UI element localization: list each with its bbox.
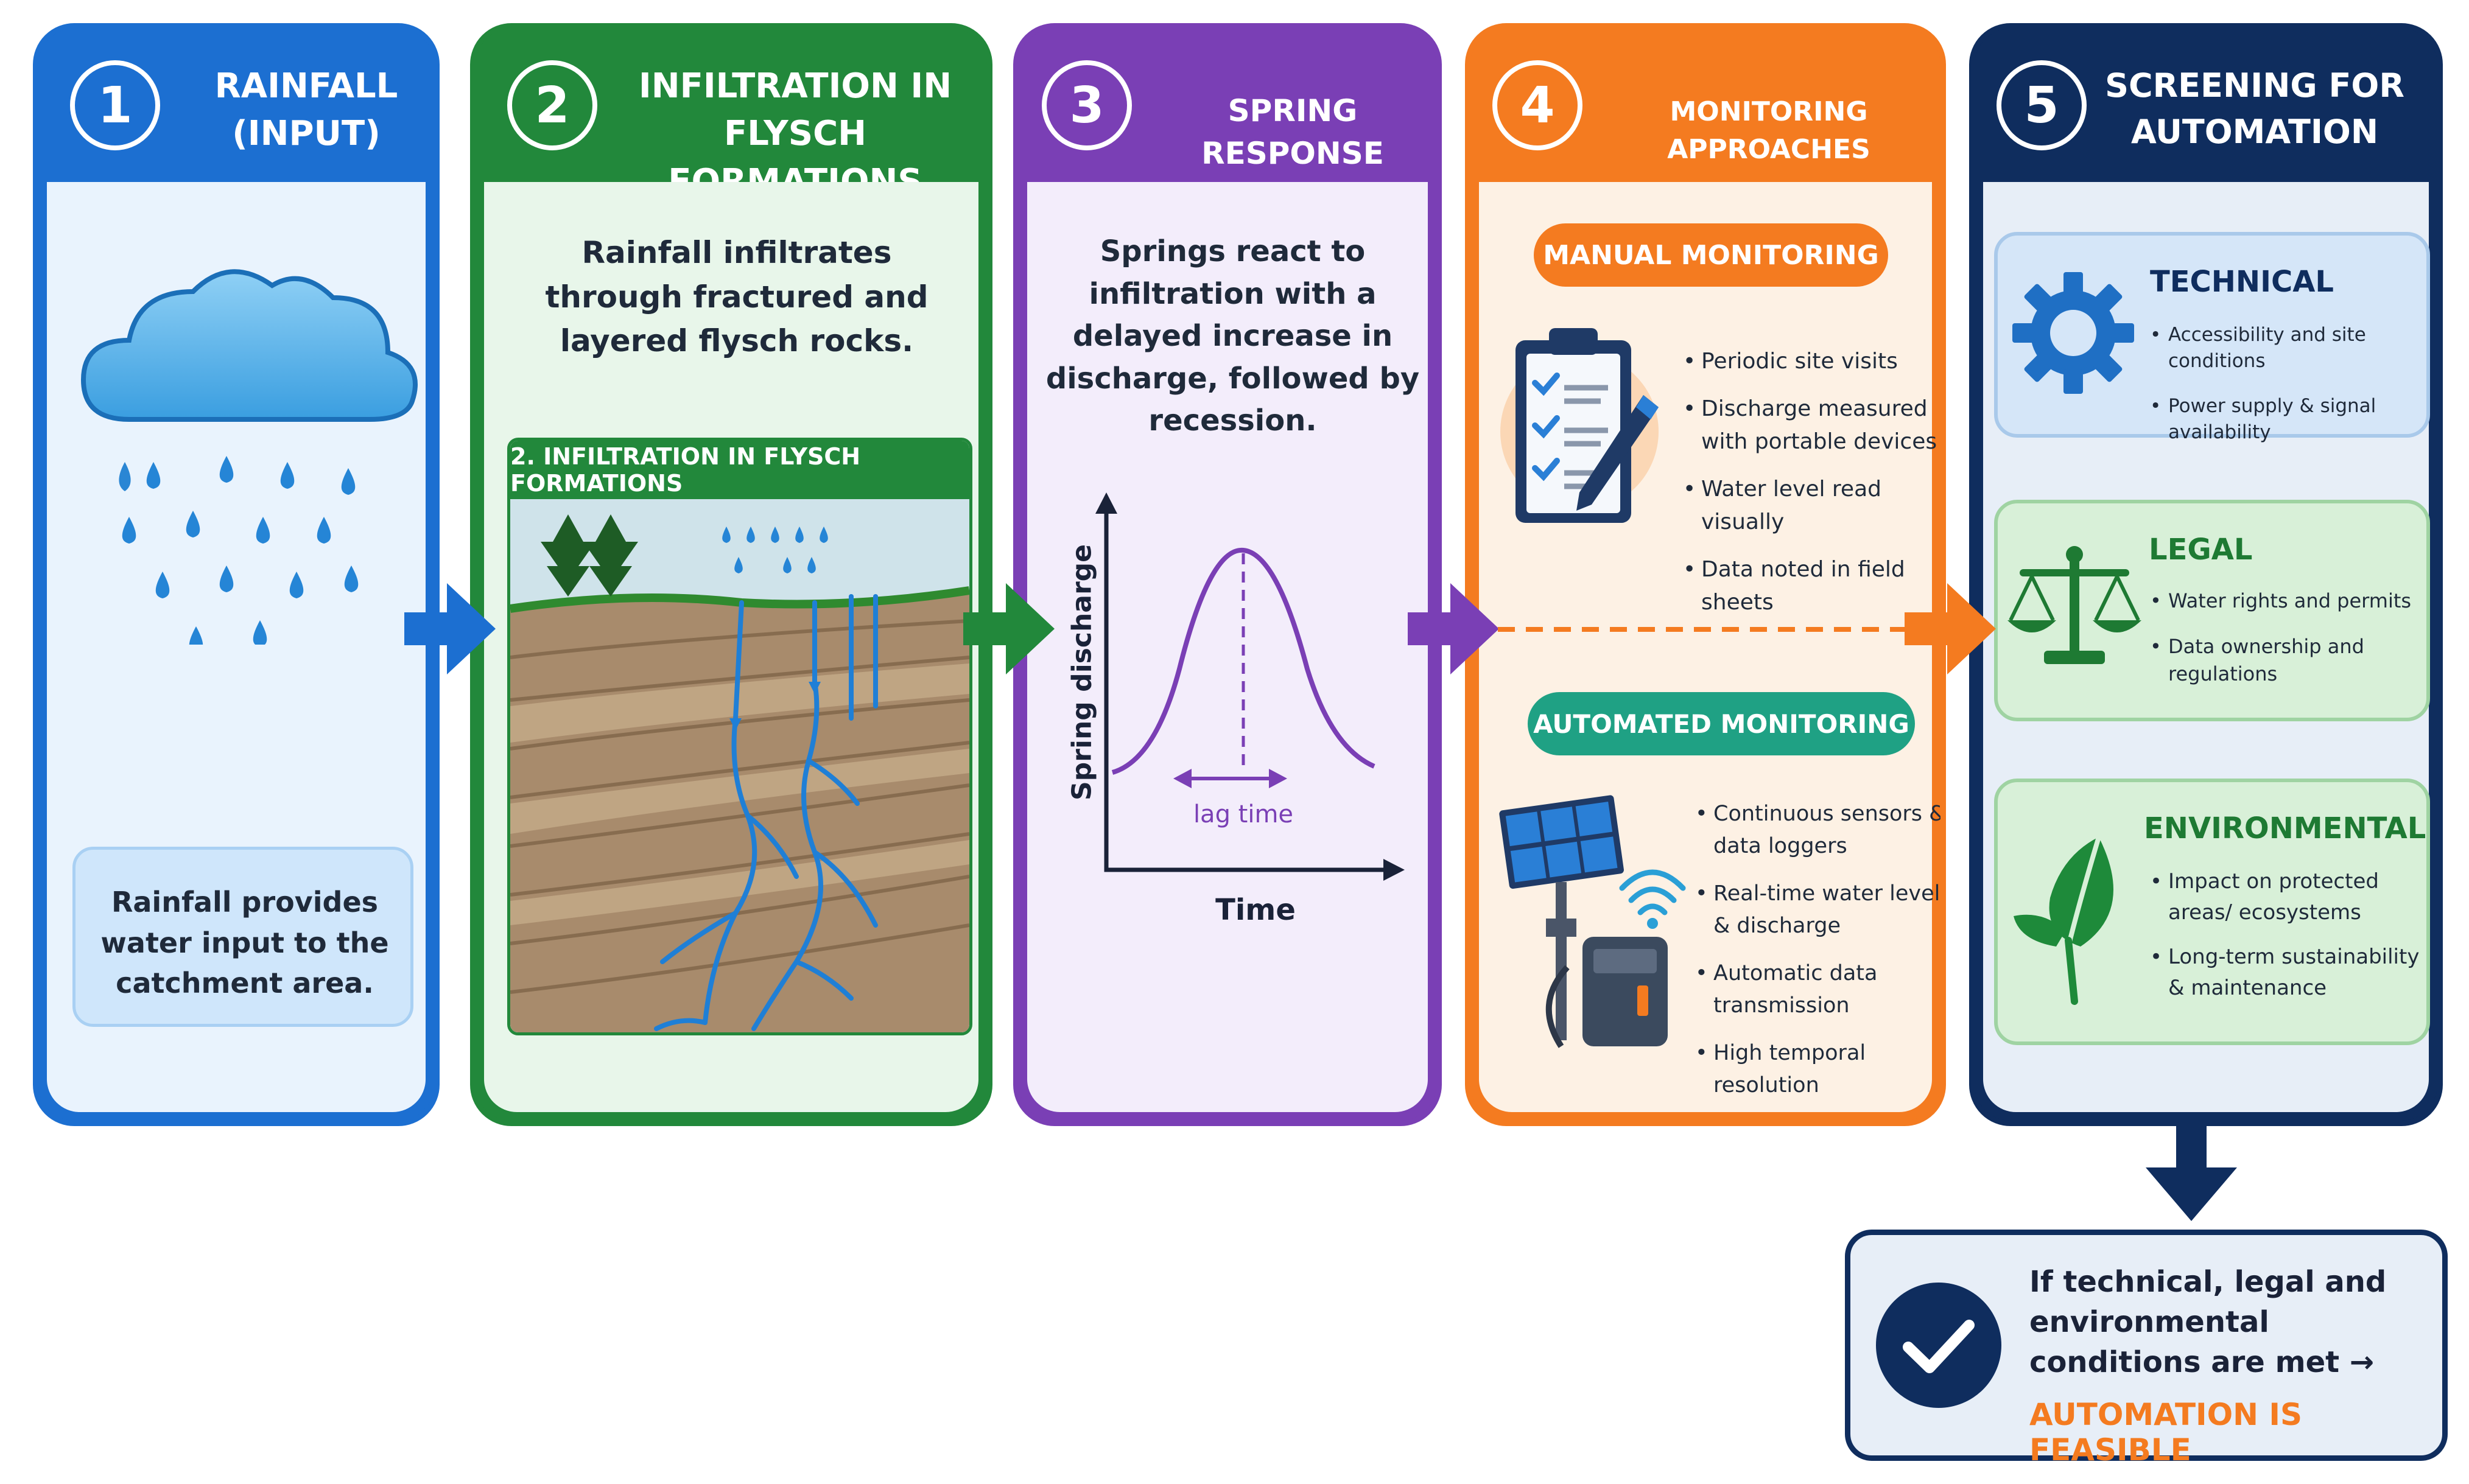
list-item: Water rights and permits [2150,587,2430,615]
list-item: Water level read visually [1683,473,1940,539]
panel-title: RAINFALL (INPUT) [214,66,398,154]
list-item: High temporal resolution [1695,1037,1940,1101]
infiltration-description: Rainfall infiltrates through fractured a… [545,235,929,359]
conclusion-text: If technical, legal and environmental co… [2029,1265,2387,1380]
spring-description: Springs react to infiltration with a del… [1045,234,1420,438]
arrow-right-icon [963,583,1055,674]
clipboard-icon [1500,328,1659,523]
environmental-title: ENVIRONMENTAL [2144,811,2426,845]
panel-body: TECHNICAL Accessibility and site conditi… [1983,182,2430,1112]
checkmark-icon [1876,1283,2001,1408]
arrow-right-icon [1408,583,1499,674]
inset-title: 2. INFILTRATION IN FLYSCH FORMATIONS [510,441,969,499]
step-number: 3 [1042,60,1132,150]
panel-infiltration: 2 INFILTRATION IN FLYSCH FORMATIONS Rain… [470,23,992,1126]
conclusion-box: If technical, legal and environmental co… [1845,1230,2448,1468]
geology-inset: 2. INFILTRATION IN FLYSCH FORMATIONS [507,438,972,1035]
list-item: Accessibility and site conditions [2150,322,2430,375]
panel-header: 4 MONITORING APPROACHES [1470,29,1940,182]
step-number: 4 [1492,60,1582,150]
flysch-cross-section-icon [510,499,969,1032]
panel-body: Rainfall provides water input to the cat… [47,182,426,1112]
panel-title: SPRING RESPONSE [1201,93,1384,171]
automated-monitoring-pill: AUTOMATED MONITORING [1528,692,1915,755]
list-item: Long-term sustainability & maintenance [2150,942,2430,1004]
step-number: 1 [70,60,160,150]
dashed-connector [1498,627,1924,632]
panel-body: Rainfall infiltrates through fractured a… [484,182,978,1112]
graph-y-label: Spring discharge [1066,544,1098,801]
manual-monitoring-pill: MANUAL MONITORING [1534,223,1888,287]
automated-monitoring-list: Continuous sensors & data loggers Real-t… [1695,798,1940,1101]
lag-time-label: lag time [1193,800,1294,828]
panel-header: 5 SCREENING FOR AUTOMATION [1975,29,2437,182]
list-item: Continuous sensors & data loggers [1695,798,1940,862]
panel-body: MANUAL MONITORING Periodic site visits D… [1479,182,1940,1112]
panel-monitoring: 4 MONITORING APPROACHES MANUAL MONITORIN… [1465,23,1946,1126]
technical-title: TECHNICAL [2150,265,2334,299]
leaf-icon [2014,836,2113,1005]
list-item: Real-time water level & discharge [1695,878,1940,942]
gear-icon [2012,272,2134,394]
technical-box: TECHNICAL Accessibility and site conditi… [1994,232,2430,443]
panel-rainfall: 1 RAINFALL (INPUT) [33,23,440,1126]
list-item: Data ownership and regulations [2150,633,2430,688]
panel-header: 2 INFILTRATION IN FLYSCH FORMATIONS [476,29,987,201]
panel-header: 1 RAINFALL (INPUT) [38,29,434,182]
legal-title: LEGAL [2149,533,2253,567]
panel-title: MONITORING APPROACHES [1667,96,1870,165]
list-item: Discharge measured with portable devices [1683,393,1940,458]
discharge-curve-graph [1095,492,1405,881]
rain-cloud-icon [80,269,418,645]
list-item: Power supply & signal availability [2150,393,2430,446]
manual-monitoring-list: Periodic site visits Discharge measured … [1683,345,1940,619]
rainfall-note-box [72,847,413,1027]
list-item: Periodic site visits [1683,345,1940,378]
legal-box: LEGAL Water rights and permits Data owne… [1994,500,2430,721]
panel-screening: 5 SCREENING FOR AUTOMATION [1969,23,2443,1126]
rainfall-description: Rainfall provides water input to the cat… [100,886,389,1000]
panel-title: SCREENING FOR AUTOMATION [2105,66,2404,151]
environmental-list: Impact on protected areas/ ecosystems Lo… [2150,866,2430,1004]
scales-of-justice-icon [2007,546,2141,664]
step-number: 2 [507,60,597,150]
environmental-box: ENVIRONMENTAL Impact on protected areas/… [1994,779,2430,1045]
list-item: Automatic data transmission [1695,957,1940,1021]
arrow-right-icon [1905,583,1996,674]
list-item: Impact on protected areas/ ecosystems [2150,866,2430,928]
technical-list: Accessibility and site conditions Power … [2150,322,2430,446]
arrow-down-icon [2146,1124,2237,1221]
arrow-right-icon [404,583,496,674]
sensor-station-icon [1499,795,1686,1048]
panel-body: Springs react to infiltration with a del… [1027,182,1428,1112]
graph-x-label: Time [1215,893,1296,927]
step-number: 5 [1997,60,2087,150]
panel-header: 3 SPRING RESPONSE [1019,29,1436,182]
legal-list: Water rights and permits Data ownership … [2150,587,2430,687]
conclusion-highlight: AUTOMATION IS FEASIBLE [2029,1397,2303,1468]
list-item: Data noted in field sheets [1683,553,1940,619]
panel-spring-response: 3 SPRING RESPONSE Springs react to infil… [1013,23,1442,1126]
